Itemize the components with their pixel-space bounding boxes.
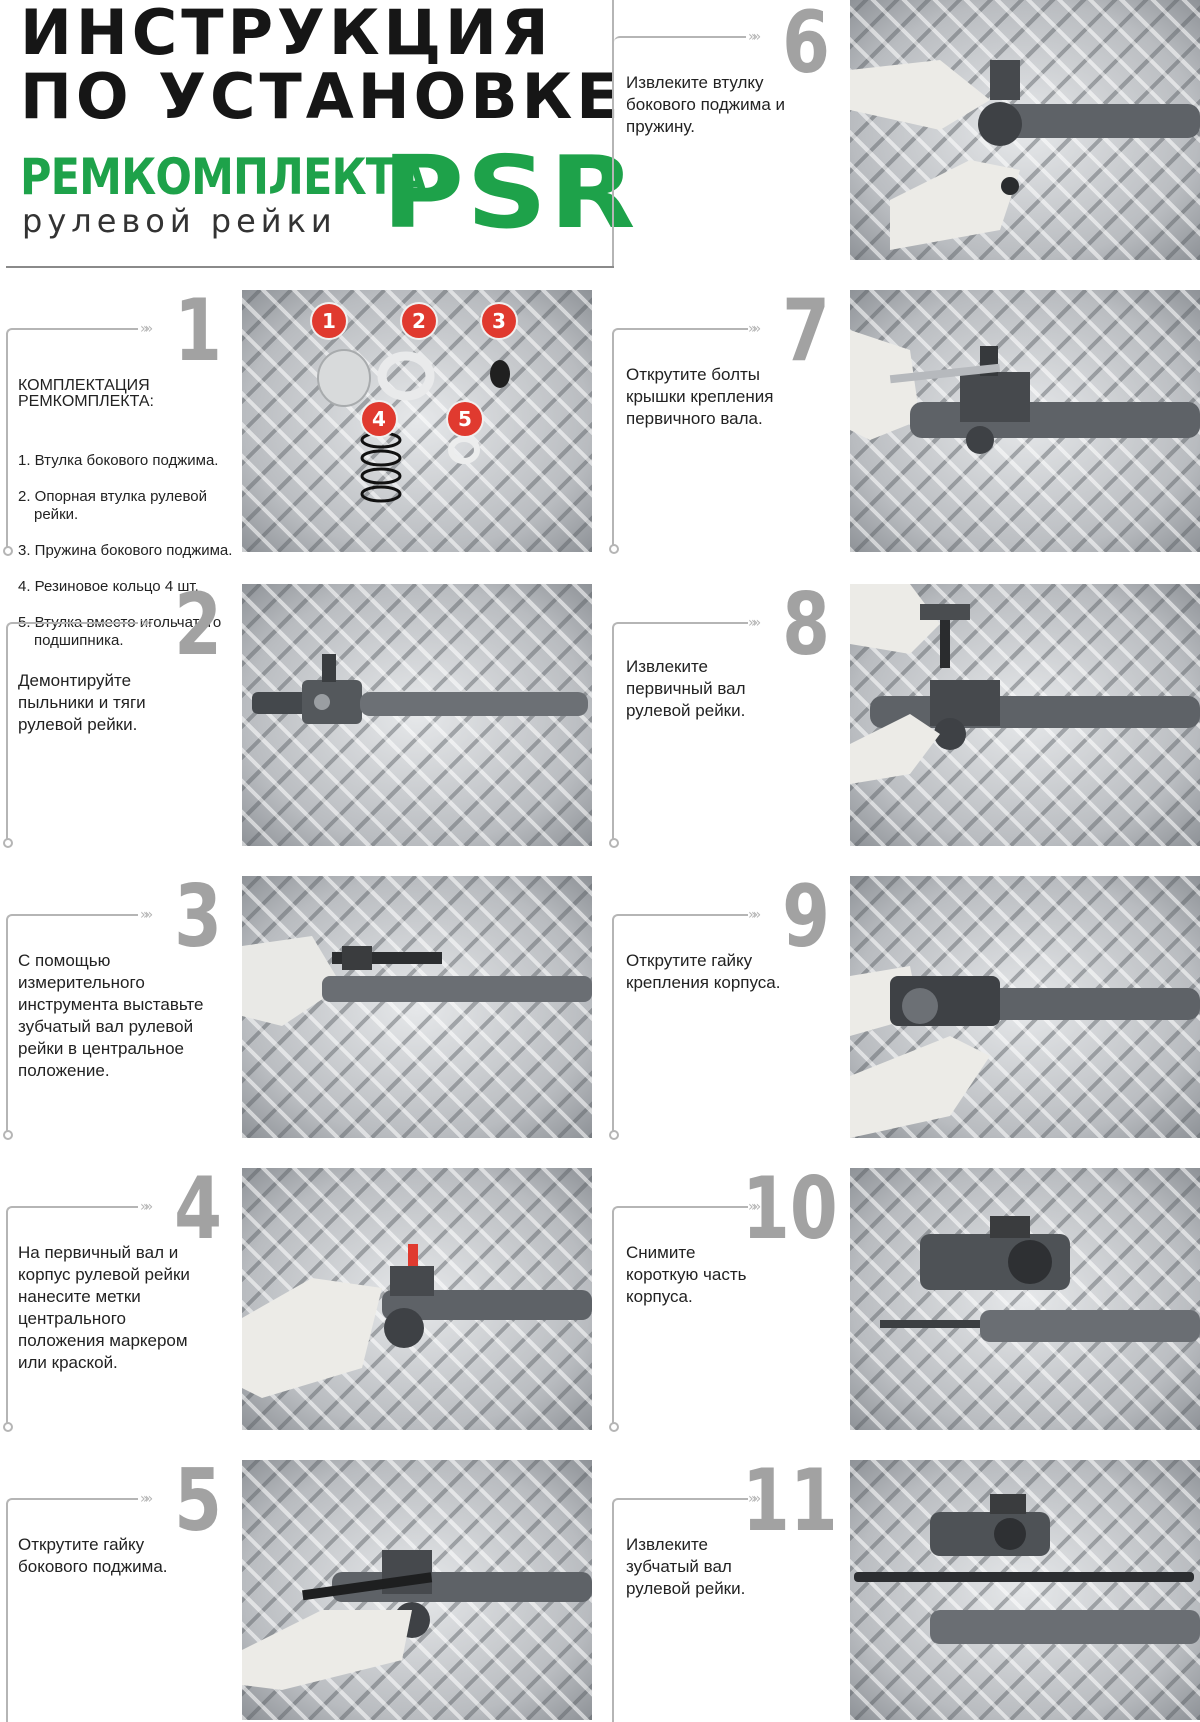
step-connector <box>6 622 138 842</box>
wrench-illustration <box>242 1550 592 1690</box>
title-line-2: ПО УСТАНОВКЕ <box>20 60 623 133</box>
connector-dot-icon <box>609 544 619 554</box>
step-number: 10 <box>742 1159 838 1259</box>
badge-4: 4 <box>362 402 396 436</box>
step-connector <box>614 36 746 268</box>
step-number: 2 <box>174 575 222 675</box>
step-photo <box>242 876 592 1138</box>
kit-list: 1. Втулка бокового поджима. 2. Опорная в… <box>18 434 238 668</box>
connector-dot-icon <box>609 1130 619 1140</box>
step-connector <box>612 328 748 548</box>
step-text: Открутите гайку крепления корпуса. <box>626 951 781 992</box>
step-text: Извлеките зубчатый вал рулевой рейки. <box>626 1535 746 1598</box>
connector-dot-icon <box>3 1422 13 1432</box>
step-text: На первичный вал и корпус рулевой рейки … <box>18 1243 190 1372</box>
step-number: 8 <box>782 575 830 675</box>
subtitle: рулевой рейки <box>22 202 337 240</box>
connector-dot-icon <box>609 1422 619 1432</box>
step-number: 7 <box>782 281 830 381</box>
step-text: Извлеките втулку бокового поджима и пруж… <box>626 73 786 136</box>
shaft-removal-illustration <box>850 584 1200 784</box>
step-photo <box>850 1460 1200 1720</box>
step-number: 9 <box>782 867 830 967</box>
step-connector <box>612 1498 748 1722</box>
badge-2: 2 <box>402 304 436 338</box>
badge-3: 3 <box>482 304 516 338</box>
connector-dot-icon <box>609 838 619 848</box>
badge-1: 1 <box>312 304 346 338</box>
step-photo <box>850 290 1200 552</box>
kit-parts-illustration <box>317 349 510 503</box>
step-number: 3 <box>174 867 222 967</box>
psr-logo: PSR <box>382 134 638 251</box>
connector-dot-icon <box>3 1130 13 1140</box>
step-connector <box>6 914 138 1134</box>
step-text: С помощью измерительного инструмента выс… <box>18 951 204 1080</box>
housing-parts-illustration <box>880 1216 1200 1342</box>
badge-5: 5 <box>448 402 482 436</box>
step-photo <box>242 1460 592 1720</box>
header-divider <box>6 266 614 268</box>
kit-parts-photo: 1 2 3 4 5 <box>242 290 592 552</box>
kit-item: 1. Втулка бокового поджима. <box>18 452 219 469</box>
step-text: Демонтируйте пыльники и тяги рулевой рей… <box>18 671 146 734</box>
marking-illustration <box>242 1244 592 1398</box>
connector-dot-icon <box>3 546 13 556</box>
step-photo <box>850 1168 1200 1430</box>
step-number: 5 <box>174 1451 222 1551</box>
rack-shaft-illustration <box>854 1494 1200 1644</box>
steering-rack-illustration <box>252 654 588 724</box>
step-text: Снимите короткую часть корпуса. <box>626 1243 747 1306</box>
step-connector <box>612 914 748 1134</box>
header-vertical-divider <box>612 0 614 266</box>
step-photo <box>850 876 1200 1138</box>
step-photo <box>850 0 1200 260</box>
kit-item: 4. Резиновое кольцо 4 шт. <box>18 578 199 595</box>
kit-heading: КОМПЛЕКТАЦИЯ РЕМКОМПЛЕКТА: <box>18 377 154 410</box>
step-connector <box>612 1206 748 1426</box>
bolt-removal-illustration <box>850 330 1200 454</box>
step-photo <box>850 584 1200 846</box>
step-text: Открутите болты крышки крепления первичн… <box>626 365 774 428</box>
title-line-1: ИНСТРУКЦИЯ <box>20 0 553 69</box>
spring-removal-illustration <box>850 60 1200 250</box>
step-number: 4 <box>174 1159 222 1259</box>
step-photo <box>242 1168 592 1430</box>
housing-nut-illustration <box>850 966 1200 1138</box>
measuring-illustration <box>242 936 592 1026</box>
step-text: Открутите гайку бокового поджима. <box>18 1535 168 1576</box>
step-photo <box>242 584 592 846</box>
connector-dot-icon <box>3 838 13 848</box>
kit-item: 3. Пружина бокового поджима. <box>18 542 233 559</box>
step-connector <box>6 1498 138 1722</box>
step-number: 6 <box>782 0 830 93</box>
step-connector <box>6 328 138 550</box>
kit-title: РЕМКОМПЛЕКТА <box>20 148 428 206</box>
step-connector <box>612 622 748 842</box>
kit-item: 2. Опорная втулка рулевой рейки. <box>18 488 208 523</box>
kit-contents: КОМПЛЕКТАЦИЯ РЕМКОМПЛЕКТА: 1. Втулка бок… <box>18 356 238 690</box>
step-connector <box>6 1206 138 1426</box>
step-number: 1 <box>174 281 222 381</box>
step-number: 11 <box>742 1451 838 1551</box>
step-text: Извлеките первичный вал рулевой рейки. <box>626 657 746 720</box>
